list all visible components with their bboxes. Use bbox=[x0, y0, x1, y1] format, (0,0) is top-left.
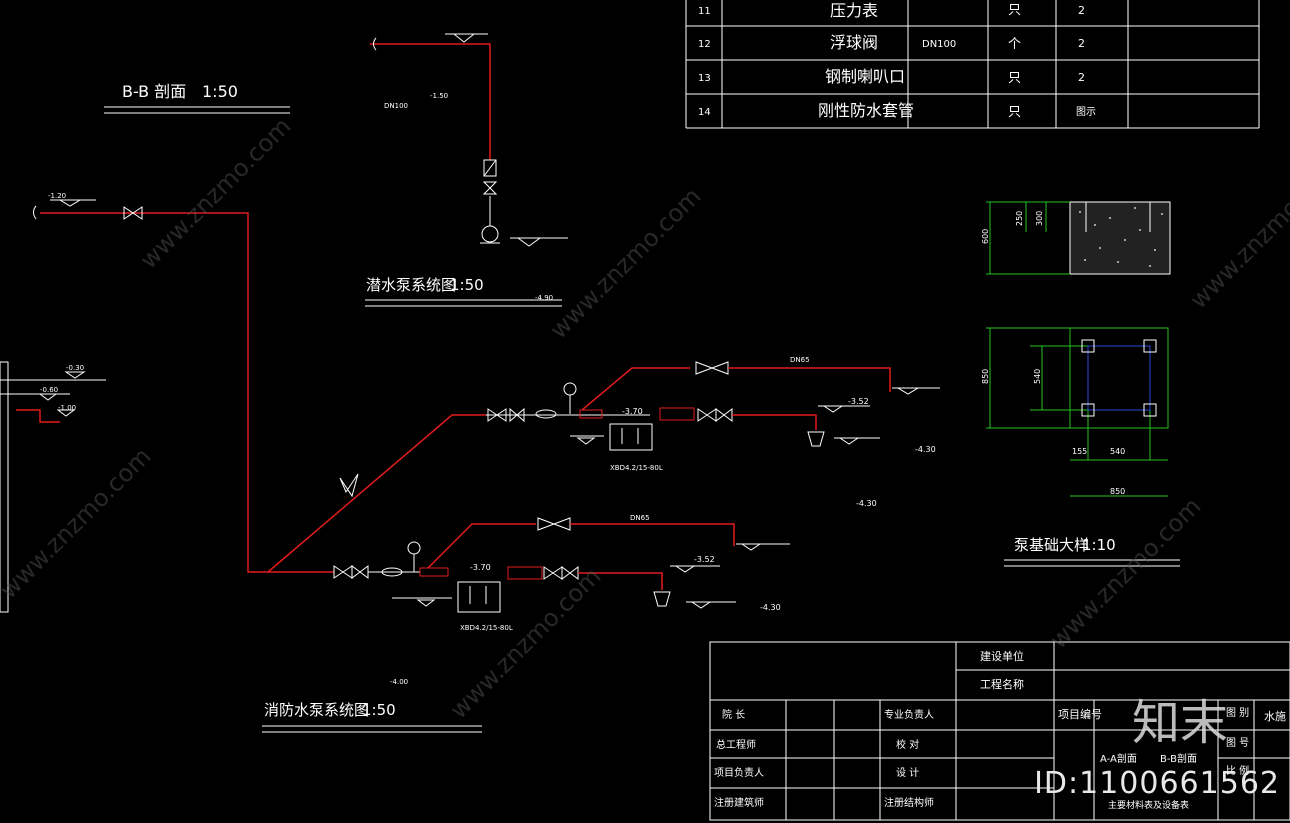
foundation-scale: 1:10 bbox=[1082, 536, 1116, 554]
fp-elev-120: -1.20 bbox=[48, 192, 66, 200]
sub-pipe-dn: DN100 bbox=[384, 102, 408, 110]
fp-elev-370-lower: -3.70 bbox=[470, 563, 491, 572]
dim-540-v: 540 bbox=[1033, 369, 1042, 384]
materials-table bbox=[685, 0, 1260, 129]
row-qty: 2 bbox=[1078, 71, 1085, 84]
submersible-pump-system: DN100 -1.50 潜水泵系统图 1:50 -4.90 bbox=[365, 33, 568, 307]
fp-elev-430-lower: -4.30 bbox=[760, 603, 781, 612]
fp-elev-430-mid: -4.30 bbox=[856, 499, 877, 508]
fp-elev-400: -4.00 bbox=[390, 678, 408, 686]
sub-elev-top: -1.50 bbox=[430, 92, 448, 100]
sub-title: 潜水泵系统图 bbox=[366, 276, 456, 294]
row-name: 浮球阀 bbox=[830, 33, 878, 52]
fp-dn65-upper: DN65 bbox=[790, 356, 810, 364]
row-no: 13 bbox=[698, 73, 711, 84]
watermark-site: www.znzmo.com bbox=[134, 112, 296, 274]
tb-role: 院 长 bbox=[722, 708, 745, 721]
fp-elev-030: -0.30 bbox=[66, 364, 84, 372]
row-no: 11 bbox=[698, 6, 711, 17]
row-name: 刚性防水套管 bbox=[818, 101, 914, 120]
id-watermark: ID:1100661562 bbox=[1034, 766, 1280, 801]
tb-drawing-no: 图 号 bbox=[1226, 737, 1249, 749]
fp-elev-352-lower: -3.52 bbox=[694, 555, 715, 564]
dim-850-v: 850 bbox=[981, 369, 990, 384]
tb-role: 注册建筑师 bbox=[714, 796, 764, 809]
row-unit: 只 bbox=[1008, 71, 1021, 86]
watermark-site: www.znzmo.com bbox=[444, 562, 606, 724]
tb-role: 总工程师 bbox=[716, 738, 756, 751]
fp-elev-430-upper: -4.30 bbox=[915, 445, 936, 454]
tb-role2: 设 计 bbox=[896, 766, 919, 779]
tb-project-name: 工程名称 bbox=[980, 677, 1024, 691]
fp-scale: 1:50 bbox=[362, 701, 396, 719]
tb-drawing: 图 别 bbox=[1226, 707, 1249, 719]
row-no: 12 bbox=[698, 39, 711, 50]
fp-dn65-lower: DN65 bbox=[630, 514, 650, 522]
dim-300: 300 bbox=[1035, 211, 1044, 226]
title-block bbox=[709, 641, 1290, 821]
dim-250: 250 bbox=[1015, 211, 1024, 226]
tb-sheet-title: A-A剖面 bbox=[1100, 752, 1137, 765]
brand-watermark: 知末 bbox=[1131, 695, 1228, 751]
row-name: 压力表 bbox=[830, 1, 878, 20]
fp-pump-model-upper: XBD4.2/15-80L bbox=[610, 464, 663, 472]
foundation-title: 泵基础大样 bbox=[1014, 536, 1089, 554]
fp-pump-model-lower: XBD4.2/15-80L bbox=[460, 624, 513, 632]
materials-table-text: 11 压力表 只 2 12 浮球阀 DN100 个 2 13 钢制喇叭口 只 2… bbox=[698, 1, 1096, 120]
watermark-site: www.znzmo.com bbox=[1184, 152, 1290, 314]
fp-elev-060: -0.60 bbox=[40, 386, 58, 394]
fp-elev-370-upper: -3.70 bbox=[622, 407, 643, 416]
bb-section-heading: B-B 剖面 1:50 bbox=[104, 82, 290, 114]
fp-title: 消防水泵系统图 bbox=[264, 701, 369, 719]
fp-elev-352-upper: -3.52 bbox=[848, 397, 869, 406]
watermark-site: www.znzmo.com bbox=[0, 442, 157, 604]
tb-scale: 比 例 bbox=[1226, 764, 1249, 777]
row-unit: 个 bbox=[1008, 37, 1021, 52]
row-unit: 只 bbox=[1008, 3, 1021, 18]
tb-sheet-list: 主要材料表及设备表 bbox=[1108, 799, 1189, 811]
row-unit: 只 bbox=[1008, 105, 1021, 120]
watermark-site: www.znzmo.com bbox=[1044, 492, 1206, 654]
sub-scale: 1:50 bbox=[450, 276, 484, 294]
row-qty: 图示 bbox=[1076, 106, 1096, 118]
bb-title: B-B 剖面 bbox=[122, 82, 186, 101]
tb-role2: 注册结构师 bbox=[884, 796, 934, 809]
row-qty: 2 bbox=[1078, 4, 1085, 17]
tb-role2: 专业负责人 bbox=[884, 708, 934, 721]
tb-role2: 校 对 bbox=[896, 738, 919, 751]
watermark-site: www.znzmo.com bbox=[544, 182, 706, 344]
fp-elev-100: -1.00 bbox=[58, 404, 76, 412]
dim-155: 155 bbox=[1072, 447, 1087, 456]
row-name: 钢制喇叭口 bbox=[825, 67, 905, 86]
dim-850-h: 850 bbox=[1110, 487, 1125, 496]
tb-role: 项目负责人 bbox=[714, 766, 764, 779]
fire-pump-system: -1.20 DN65 -3.70 -3.52 -4.30 XBD4. bbox=[0, 192, 940, 733]
tb-project-no: 项目编号 bbox=[1058, 707, 1102, 721]
bb-scale: 1:50 bbox=[202, 82, 238, 101]
row-no: 14 bbox=[698, 107, 711, 118]
row-spec: DN100 bbox=[922, 39, 956, 50]
row-qty: 2 bbox=[1078, 37, 1085, 50]
title-block-text: 建设单位 工程名称 项目编号 图 别 水施 图 号 比 例 院 长 总工程师 项… bbox=[714, 649, 1286, 811]
pump-foundation-detail: 600 250 300 850 540 155 540 850 泵基础大样 1:… bbox=[981, 201, 1180, 567]
tb-discipline: 水施 bbox=[1264, 710, 1286, 723]
tb-sheet-title: B-B剖面 bbox=[1160, 752, 1197, 765]
tb-build-unit: 建设单位 bbox=[980, 649, 1024, 663]
dim-600: 600 bbox=[981, 229, 990, 244]
dim-540-h: 540 bbox=[1110, 447, 1125, 456]
sub-elev-bottom: -4.90 bbox=[535, 294, 553, 302]
